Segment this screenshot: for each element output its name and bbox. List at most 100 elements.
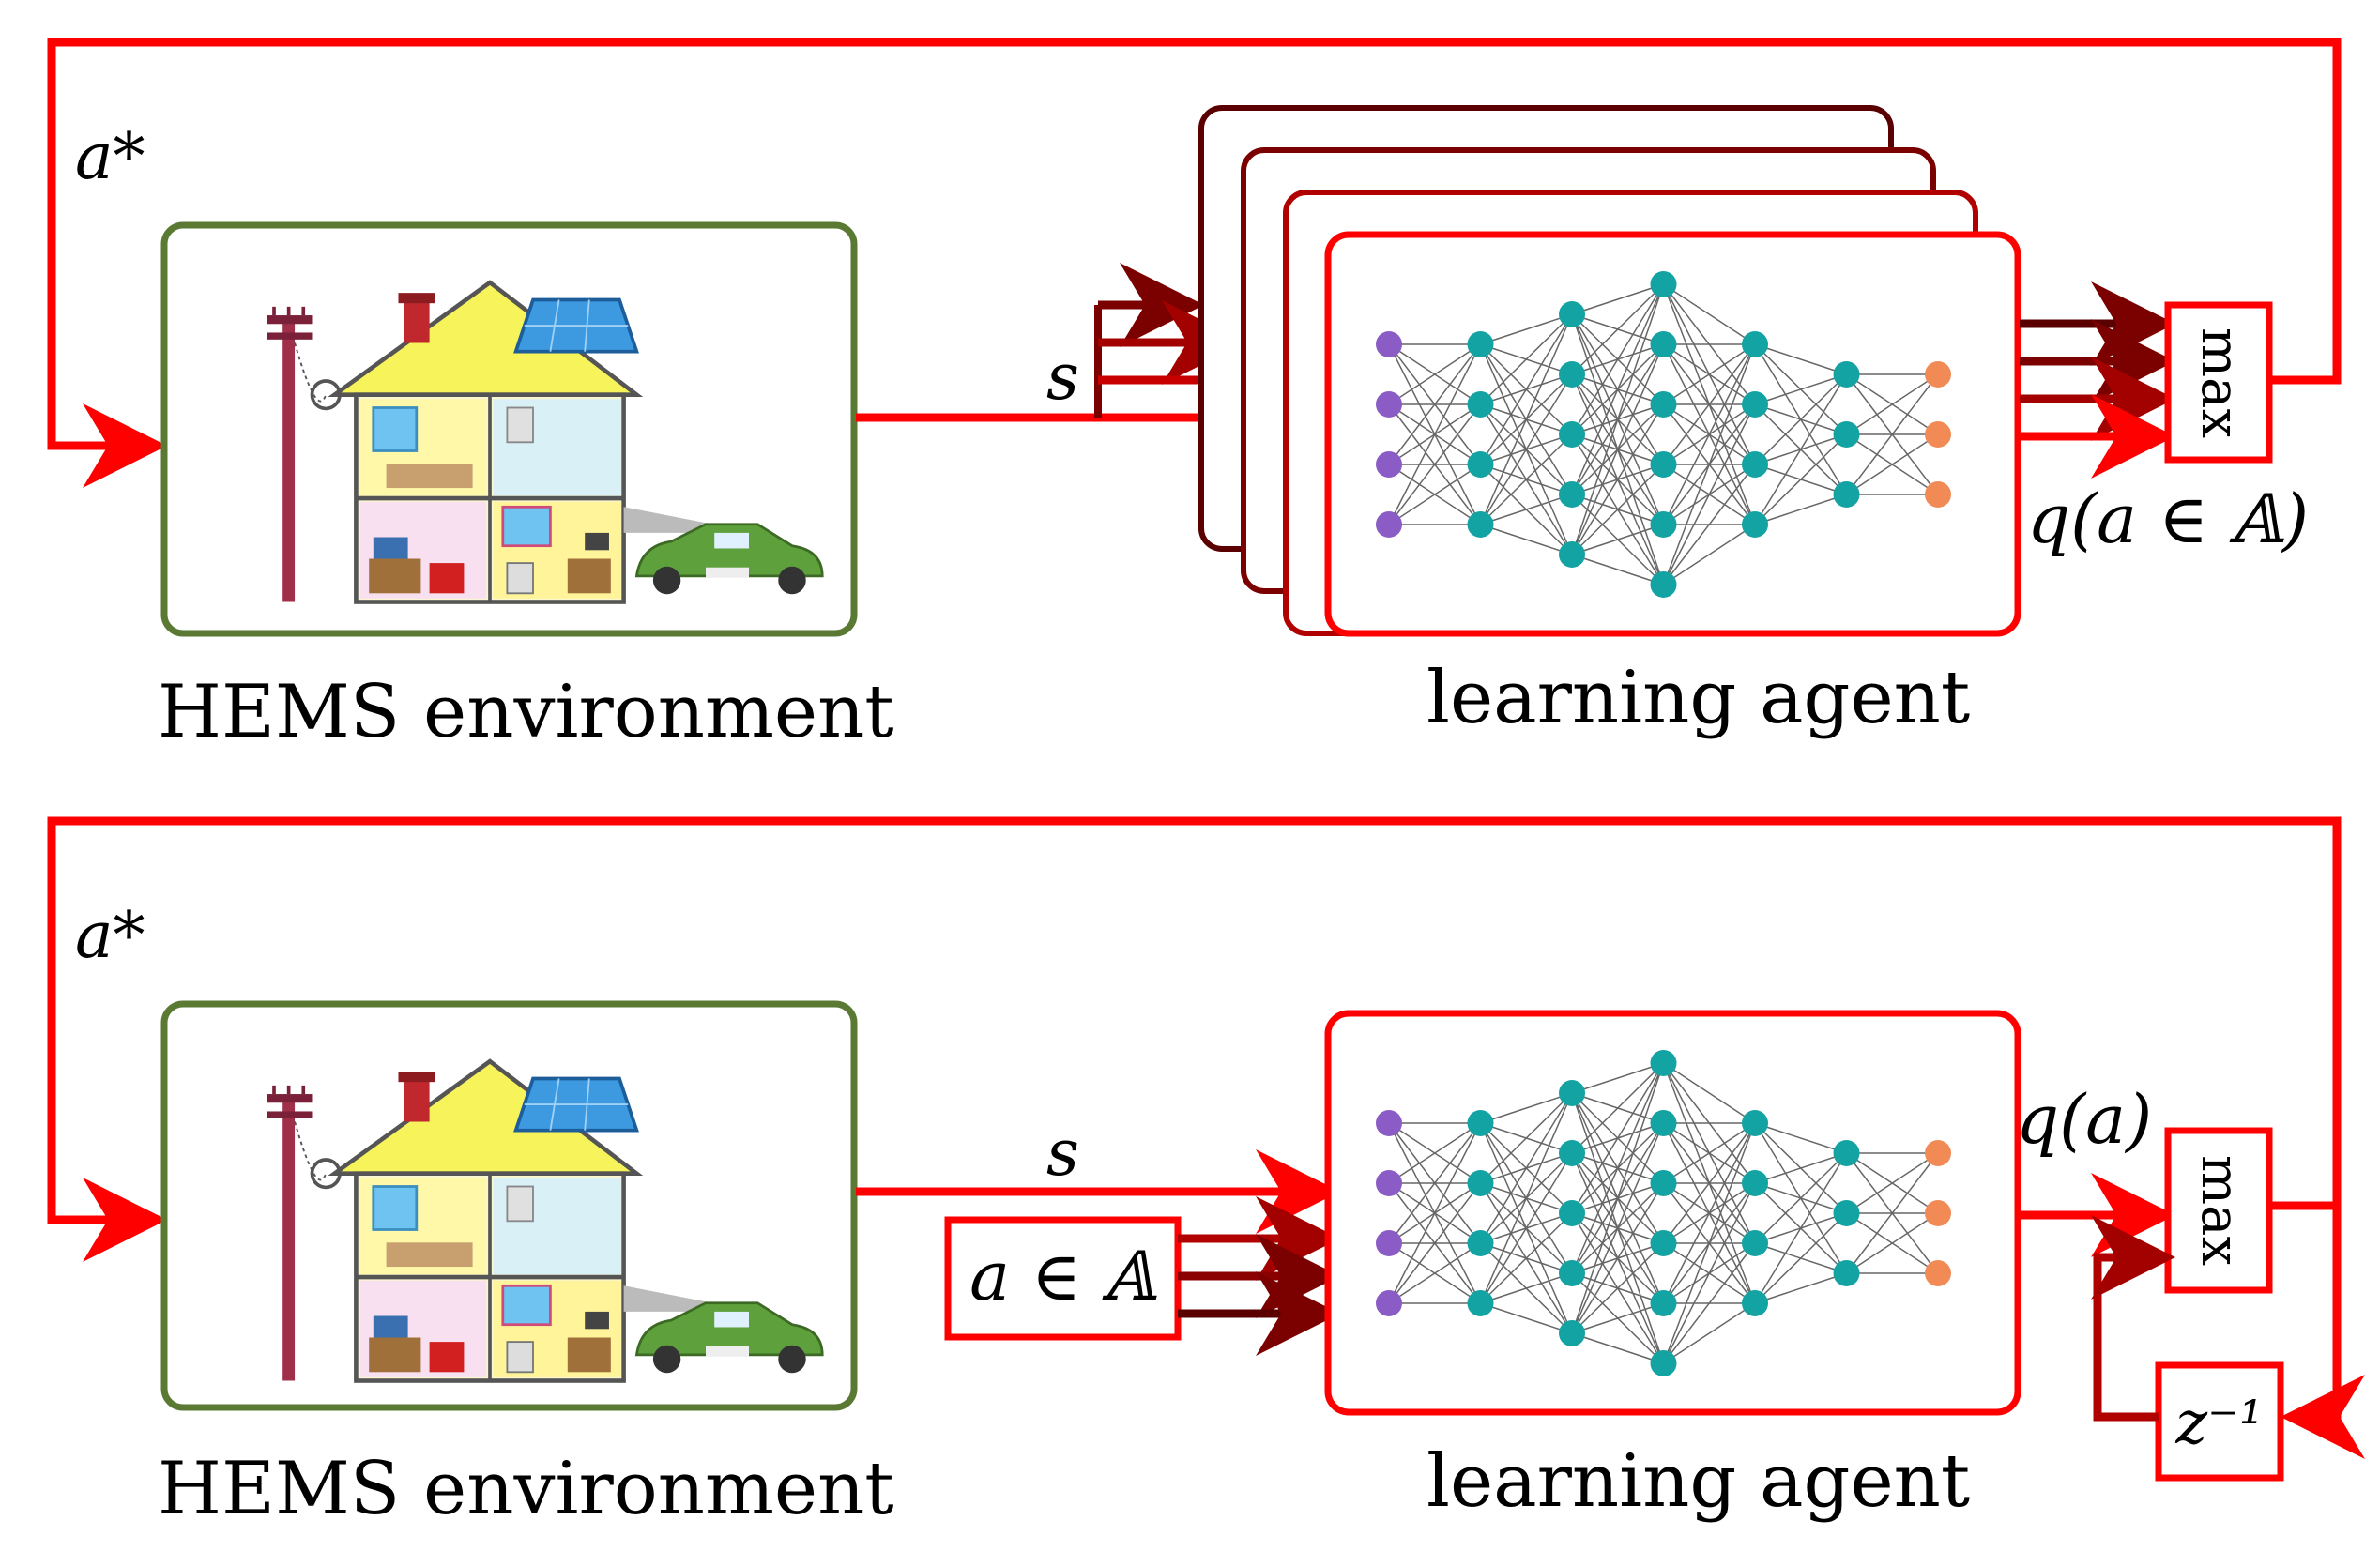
output-node [1925,481,1951,508]
hidden-node [1559,361,1585,388]
input-node [1376,451,1402,478]
network-edge [1571,283,1665,375]
network-edge [1571,524,1664,555]
network-edge [1754,1122,1847,1154]
network-edge [1662,1122,1756,1304]
network-edge [1479,1212,1573,1304]
network-edge [1845,373,1939,495]
top-feedback-line [47,38,2342,488]
network-edge [1754,1152,1848,1304]
hidden-node [1650,1230,1677,1256]
network-edge [1388,1122,1481,1184]
network-edge [1846,1212,1939,1274]
hidden-node [1742,1290,1768,1316]
network-edge [1662,403,1756,585]
network-edge [1663,283,1756,345]
hidden-node [1833,481,1860,508]
network-edge [1571,1182,1665,1334]
network-edge [1662,1122,1756,1244]
top-env-caption: HEMS environment [158,670,894,754]
network-edge [1663,1122,1756,1184]
hidden-node [1650,331,1677,357]
network-edge [1479,313,1573,465]
bottom-max-box [2164,1127,2273,1294]
input-node [1376,1290,1402,1316]
network-edge [1480,1302,1573,1334]
hidden-node [1650,271,1677,297]
top-state-label: s [1046,341,1079,415]
hidden-node [1559,1080,1585,1106]
network-edge [1662,1182,1756,1364]
network-edge [1754,373,1848,525]
bottom-max-label: max [2189,1155,2250,1266]
input-node [1376,331,1402,357]
network-edge [1662,343,1756,465]
top-max-label: max [2189,327,2250,438]
network-edge [1479,1092,1573,1244]
network-edge [1662,343,1756,525]
hidden-node [1833,1140,1860,1166]
bottom-panel: a* HEMS environment s a ∈ 𝔸 learning age… [47,816,2365,1531]
hidden-node [1559,541,1585,568]
bottom-feedback-label: a* [75,899,145,973]
hidden-node [1742,1170,1768,1196]
output-node [1925,421,1951,448]
network-edge [1571,403,1665,555]
output-node [1925,361,1951,388]
network-edge [1571,283,1664,315]
bottom-action-box [944,1216,1182,1341]
network-edge [1571,283,1665,555]
network-edge [1663,524,1756,585]
network-edge [1571,283,1665,495]
network-edge [1571,1062,1665,1334]
network-edge [1754,1212,1848,1304]
network-edge [1571,464,1665,555]
hidden-node [1650,571,1677,598]
network-edge [1479,1092,1573,1304]
network-edge [1571,1062,1665,1274]
top-agent-caption: learning agent [1426,656,1970,740]
hidden-node [1467,451,1494,478]
hidden-node [1467,331,1494,357]
network-edge [1479,373,1573,525]
network-edge [1571,1122,1665,1334]
network-edge [1571,1302,1664,1334]
hidden-node [1742,1230,1768,1256]
network-edge [1663,1062,1756,1124]
network-edge [1479,1152,1573,1304]
network-edge [1479,433,1573,525]
hidden-node [1742,391,1768,418]
input-node [1376,511,1402,538]
hidden-node [1559,1200,1585,1226]
hidden-node [1650,511,1677,538]
bottom-action-label: a ∈ 𝔸 [969,1237,1157,1315]
input-node [1376,1110,1402,1136]
hidden-node [1650,1170,1677,1196]
network-edge [1846,1152,1939,1214]
network-edge [1571,1062,1665,1214]
hidden-node [1467,1170,1494,1196]
network-edge [1480,494,1573,525]
hidden-node [1559,301,1585,327]
top-q-label: q(a ∈ 𝔸) [2027,479,2309,558]
hidden-node [1742,451,1768,478]
input-node [1376,1170,1402,1196]
network-edge [1479,313,1573,525]
network-edge [1662,343,1756,585]
network-edge [1754,1152,1847,1184]
network-edge [1846,433,1939,495]
hidden-node [1559,1140,1585,1166]
bottom-agent-caption: learning agent [1426,1439,1970,1524]
hidden-node [1833,1260,1860,1286]
network-edge [1571,1332,1664,1364]
bottom-agent-box [1324,1010,2021,1416]
hidden-node [1559,1320,1585,1346]
network-edge [1662,1242,1756,1364]
network-edge [1754,494,1847,525]
network-edge [1663,1302,1756,1364]
network-edge [1754,343,1847,375]
input-node [1376,1230,1402,1256]
network-edge [1388,1122,1482,1244]
network-edge [1754,1272,1847,1304]
